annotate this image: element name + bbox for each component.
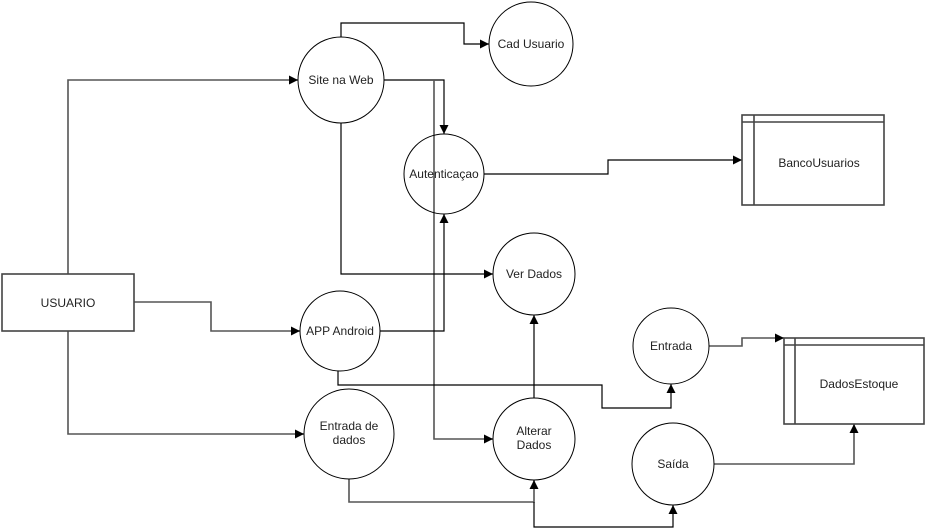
process-circle xyxy=(303,388,395,480)
edge-entrada-to-dados-estoque xyxy=(709,333,784,347)
node-label-line-1: Entrada de xyxy=(320,419,379,433)
node-site-web[interactable]: Site na Web xyxy=(297,36,385,124)
node-cad-usuario[interactable]: Cad Usuario xyxy=(488,1,574,87)
node-label-line-1: Alterar xyxy=(516,424,551,438)
node-label: Entrada xyxy=(650,339,692,353)
node-label-line-2: dados xyxy=(333,433,366,447)
edge-app-android-to-autenticacao xyxy=(380,214,449,332)
edge-autenticacao-to-banco-usuarios xyxy=(484,155,742,175)
node-label: APP Android xyxy=(306,324,374,338)
process-circle xyxy=(492,397,576,481)
edge-usuario-to-app-android xyxy=(134,301,300,336)
node-saida[interactable]: Saída xyxy=(631,422,715,506)
external-entity-box xyxy=(1,273,135,332)
edges xyxy=(67,22,859,528)
node-entrada[interactable]: Entrada xyxy=(632,307,710,385)
node-label: BancoUsuarios xyxy=(778,156,859,170)
node-app-android[interactable]: APP Android xyxy=(299,290,381,372)
edge-site-web-to-autenticacao xyxy=(384,79,449,134)
node-entrada-dados[interactable]: Entrada de dados xyxy=(303,388,395,480)
node-alterar-dados[interactable]: Alterar Dados xyxy=(492,397,576,481)
node-label: USUARIO xyxy=(41,296,96,310)
edge-usuario-to-entrada-dados xyxy=(67,331,304,439)
node-label: Cad Usuario xyxy=(498,37,565,51)
process-circle xyxy=(632,307,710,385)
process-circle xyxy=(299,290,381,372)
edge-site-web-to-ver-dados xyxy=(340,123,493,279)
process-circle xyxy=(297,36,385,124)
process-circle xyxy=(403,133,485,215)
node-label: Autenticaçao xyxy=(409,167,479,181)
edge-entrada-dados-to-saida xyxy=(533,502,678,528)
node-label: Saída xyxy=(657,457,689,471)
edge-entrada-dados-to-alterar-dados xyxy=(348,479,539,503)
node-autenticacao[interactable]: Autenticaçao xyxy=(403,133,485,215)
edge-usuario-to-site-web xyxy=(67,75,298,274)
process-circle xyxy=(631,422,715,506)
process-circle xyxy=(492,232,576,316)
data-store-box xyxy=(741,114,885,206)
node-dados-estoque[interactable]: DadosEstoque xyxy=(783,337,925,425)
node-banco-usuarios[interactable]: BancoUsuarios xyxy=(741,114,885,206)
node-label: Ver Dados xyxy=(506,267,562,281)
data-store-box xyxy=(783,337,925,425)
edge-app-android-to-entrada xyxy=(337,371,676,409)
process-circle xyxy=(488,1,574,87)
node-usuario[interactable]: USUARIO xyxy=(1,273,135,332)
node-label: Site na Web xyxy=(308,73,373,87)
node-label-line-2: Dados xyxy=(517,438,552,452)
edge-site-web-to-cad-usuario xyxy=(340,22,489,49)
edge-saida-to-dados-estoque xyxy=(714,424,859,465)
node-ver-dados[interactable]: Ver Dados xyxy=(492,232,576,316)
node-label: DadosEstoque xyxy=(820,377,899,391)
edge-site-web-to-alterar-dados xyxy=(433,80,493,444)
